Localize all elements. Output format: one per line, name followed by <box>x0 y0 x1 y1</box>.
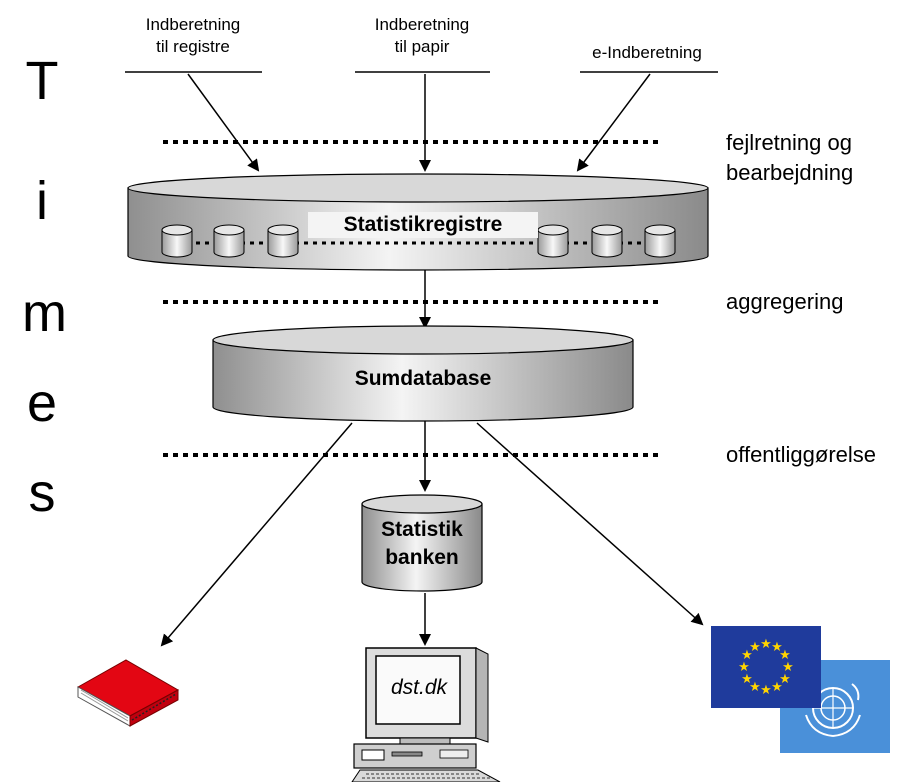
time-letter-i: i <box>36 171 48 231</box>
sumdatabase-label: Sumdatabase <box>354 367 492 390</box>
stage-label-correction: fejlretning og bearbejdning <box>726 128 853 188</box>
time-letter-t: T <box>25 51 59 111</box>
computer-screen-text: dst.dk <box>390 676 448 699</box>
input-label-e: e-Indberetning <box>572 42 722 64</box>
mini-db-icon <box>644 224 676 258</box>
input-label-e-line1: e-Indberetning <box>592 43 702 62</box>
stage-label-aggregation: aggregering <box>726 289 844 314</box>
input-label-registre-line2: til registre <box>156 37 230 56</box>
svg-text:★: ★ <box>771 680 783 695</box>
eu-flag-icon: ★ ★ ★ ★ ★ ★ ★ ★ ★ ★ ★ ★ <box>711 626 821 708</box>
statistikbanken-cylinder <box>361 494 483 592</box>
statistikbanken-label-line1: Statistik <box>381 518 463 541</box>
mini-db-icons <box>161 224 676 258</box>
stage-label-publication: offentliggørelse <box>726 442 877 467</box>
time-letter-e: e <box>26 373 58 433</box>
svg-text:★: ★ <box>738 660 750 675</box>
book-icon <box>76 659 180 727</box>
statistikbanken-label-line2: banken <box>385 546 459 569</box>
mini-db-icon <box>213 224 245 258</box>
svg-text:★: ★ <box>782 660 794 675</box>
input-label-papir-line2: til papir <box>394 37 450 56</box>
stage-label-correction-line2: bearbejdning <box>726 160 854 185</box>
input-label-registre: Indberetning til registre <box>118 14 268 58</box>
arrow-to-book <box>160 422 353 647</box>
svg-text:★: ★ <box>771 640 783 655</box>
arrow-to-international <box>476 422 704 626</box>
arrow-e-indberetning <box>576 73 651 172</box>
svg-text:★: ★ <box>779 648 791 663</box>
time-letter-s: s <box>28 463 56 523</box>
mini-db-icon <box>591 224 623 258</box>
svg-text:★: ★ <box>760 637 772 652</box>
statistikbanken-label: Statistik banken <box>362 516 482 572</box>
input-label-papir: Indberetning til papir <box>347 14 497 58</box>
svg-text:★: ★ <box>749 680 761 695</box>
sumdatabase-cylinder <box>212 325 634 422</box>
arrow-registre <box>187 73 260 172</box>
mini-db-icon <box>267 224 299 258</box>
computer-icon <box>351 647 501 782</box>
mini-db-icon <box>537 224 569 258</box>
svg-text:★: ★ <box>760 683 772 698</box>
input-label-papir-line1: Indberetning <box>374 15 470 34</box>
input-label-registre-line1: Indberetning <box>145 15 241 34</box>
svg-text:★: ★ <box>741 648 753 663</box>
stage-label-correction-line1: fejlretning og <box>726 130 852 155</box>
mini-db-icon <box>161 224 193 258</box>
svg-text:★: ★ <box>749 640 761 655</box>
svg-text:★: ★ <box>779 672 791 687</box>
time-letter-m: m <box>22 283 67 343</box>
svg-text:★: ★ <box>741 672 753 687</box>
statistikregistre-label: Statistikregistre <box>308 212 538 238</box>
